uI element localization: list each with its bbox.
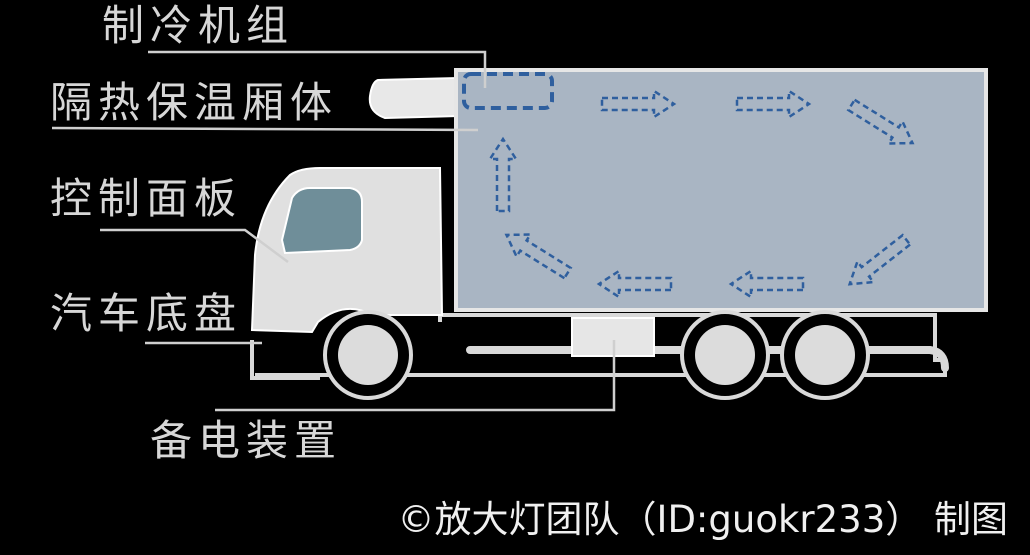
- airflow: [462, 72, 921, 299]
- wheel-front: [323, 310, 413, 400]
- leader-lines: [51, 50, 616, 412]
- label-control-panel: 控制面板: [50, 174, 242, 223]
- label-refrigeration-unit: 制冷机组: [102, 1, 294, 50]
- refrigeration-housing: [368, 76, 459, 120]
- chassis-rail: [466, 346, 949, 372]
- leader-backup-power: [215, 340, 616, 412]
- insulated-box: [454, 68, 988, 312]
- leader-refrigeration-unit: [148, 50, 487, 88]
- wheel-rear-2: [780, 310, 870, 400]
- label-insulated-box: 隔热保温厢体: [50, 78, 338, 127]
- leader-control-panel: [100, 228, 289, 264]
- credit-text: ©放大灯团队（ID:guokr233） 制图: [398, 498, 1008, 541]
- bumper: [250, 340, 320, 380]
- label-backup-power: 备电装置: [150, 416, 342, 465]
- cab-window: [280, 187, 363, 255]
- label-chassis: 汽车底盘: [50, 289, 242, 338]
- refrigeration-unit-outline: [462, 72, 554, 110]
- wheel-rear-1: [680, 310, 770, 400]
- truck: [250, 68, 988, 400]
- leader-insulated-box: [51, 126, 479, 132]
